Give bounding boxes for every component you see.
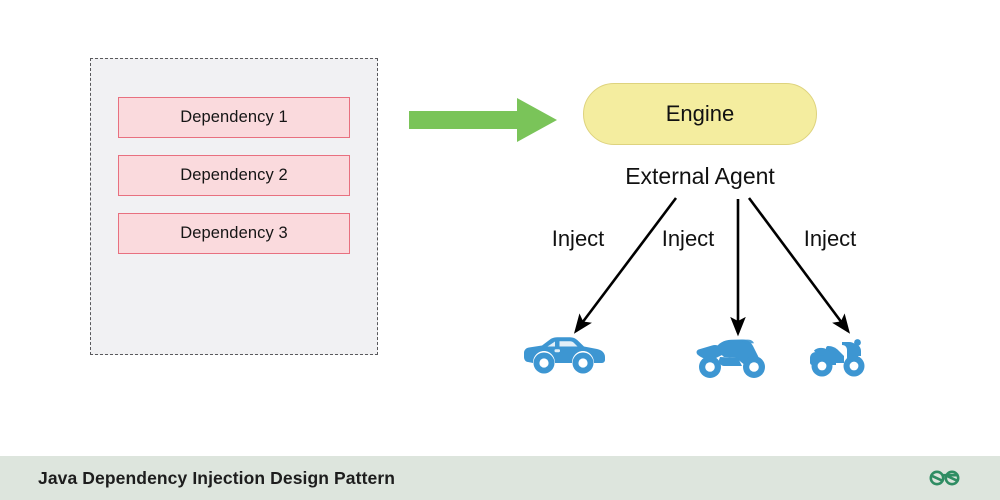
dependency-box-3[interactable]: Dependency 3	[118, 213, 350, 254]
inject-label-car: Inject	[551, 226, 605, 251]
inject-label-scooter: Inject	[803, 226, 857, 251]
footer-bar: Java Dependency Injection Design Pattern	[0, 456, 1000, 500]
inject-arrow-scooter	[747, 197, 851, 334]
dependency-label: Dependency 1	[180, 108, 288, 126]
motorcycle-icon	[696, 339, 765, 378]
geeksforgeeks-logo[interactable]	[928, 467, 962, 489]
car-icon	[524, 337, 605, 374]
external-agent-label: External Agent	[625, 163, 775, 189]
inject-arrow-car	[573, 197, 678, 334]
gfg-icon	[929, 470, 960, 486]
engine-label: Engine	[665, 101, 735, 126]
scooter-icon	[810, 339, 865, 377]
footer-title: Java Dependency Injection Design Pattern	[38, 467, 396, 488]
dependency-label: Dependency 3	[180, 224, 288, 242]
dependency-box-2[interactable]: Dependency 2	[118, 155, 350, 196]
green-arrow-icon	[409, 98, 557, 142]
dependency-label: Dependency 2	[180, 166, 288, 184]
dependency-box-1[interactable]: Dependency 1	[118, 97, 350, 138]
inject-label-motorcycle: Inject	[661, 226, 715, 251]
engine-node[interactable]: Engine	[583, 83, 817, 145]
